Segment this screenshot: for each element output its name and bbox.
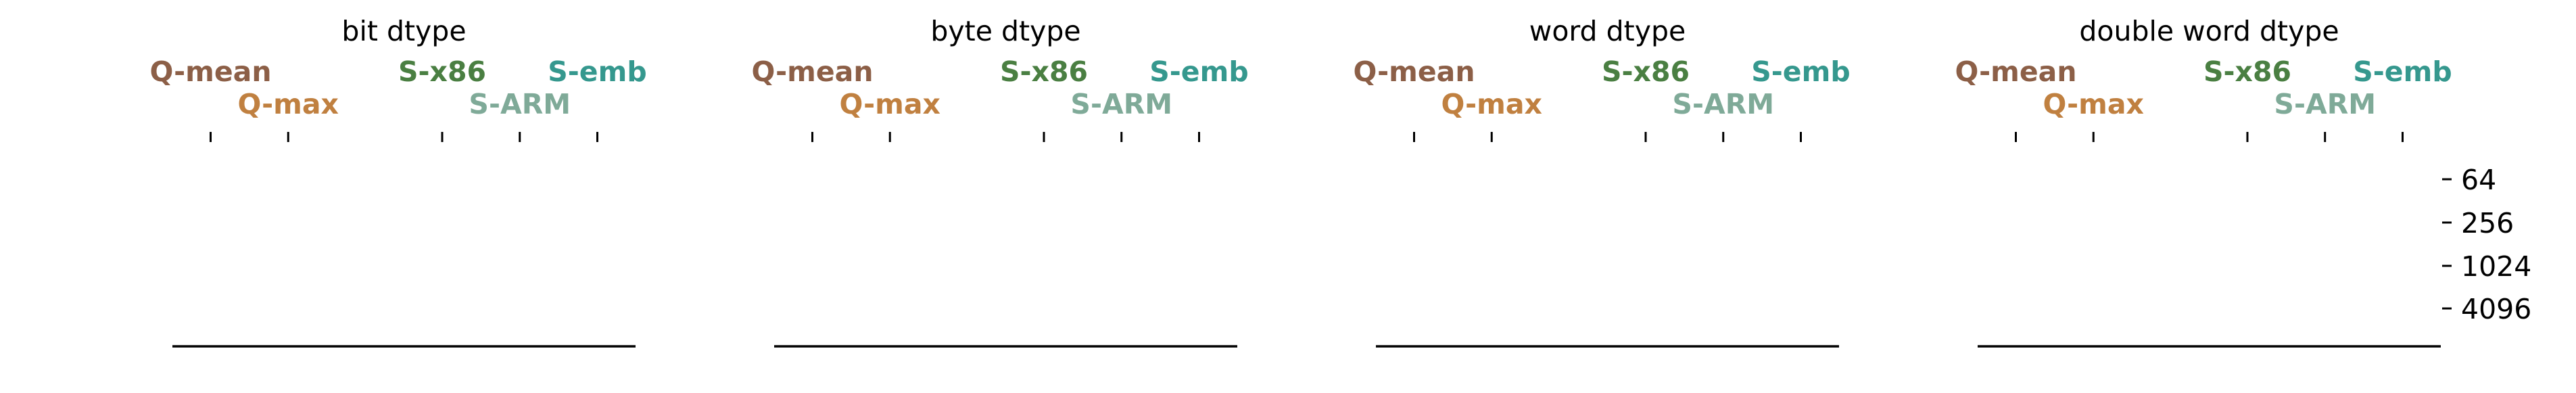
x-tick-label: S-emb (1751, 55, 1850, 88)
x-tick-label: S-emb (1149, 55, 1248, 88)
x-tick-label: Q-max (840, 88, 940, 120)
y-tick-label: 64 (2461, 164, 2496, 196)
x-tick-label: Q-mean (150, 55, 272, 88)
x-tick-label: Q-max (238, 88, 339, 120)
panel-title: double word dtype (2079, 15, 2339, 47)
x-tick-label: S-x86 (2203, 55, 2291, 88)
x-tick-label: S-x86 (1602, 55, 1690, 88)
panel-title: bit dtype (341, 15, 466, 47)
panel-title: byte dtype (930, 15, 1080, 47)
x-tick-label: Q-mean (1354, 55, 1475, 88)
x-tick-label: S-emb (548, 55, 646, 88)
x-tick-label: S-ARM (2274, 88, 2376, 120)
x-tick-label: S-ARM (1672, 88, 1774, 120)
x-tick-label: S-ARM (469, 88, 571, 120)
y-tick-label: 4096 (2461, 293, 2531, 325)
x-tick-label: S-ARM (1070, 88, 1172, 120)
panel-title: word dtype (1529, 15, 1686, 47)
y-tick-label: 256 (2461, 207, 2514, 239)
x-tick-label: Q-max (2043, 88, 2144, 120)
x-tick-label: S-emb (2353, 55, 2452, 88)
x-tick-label: S-x86 (1000, 55, 1088, 88)
x-tick-label: S-x86 (398, 55, 486, 88)
x-tick-label: Q-max (1441, 88, 1542, 120)
y-tick-label: 1024 (2461, 250, 2531, 283)
x-tick-label: Q-mean (1955, 55, 2077, 88)
x-tick-label: Q-mean (752, 55, 874, 88)
